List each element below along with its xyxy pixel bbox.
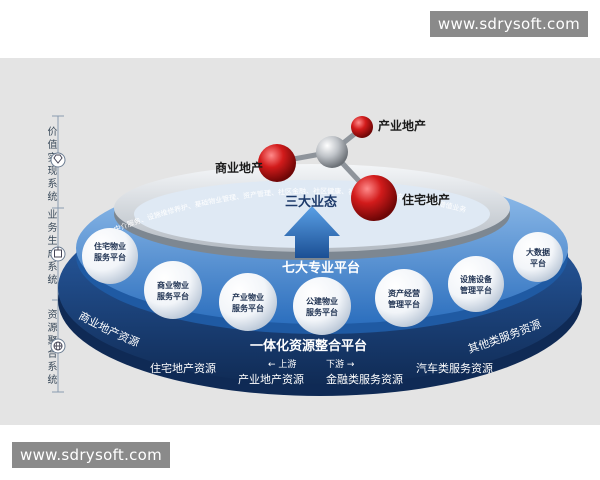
platform-bubble-4: 公建物业服务平台 — [293, 277, 351, 335]
platform-label-3: 产业物业服务平台 — [232, 292, 264, 313]
platform-label-4: 公建物业服务平台 — [306, 296, 338, 317]
three-business-title: 三大业态 — [285, 194, 337, 210]
platform-label-1: 住宅物业服务平台 — [94, 241, 126, 262]
seven-platforms-title: 七大专业平台 — [282, 260, 360, 276]
watermark-bottom: www.sdrysoft.com — [12, 442, 171, 468]
diamond-icon — [50, 152, 66, 168]
industrial-label: 产业地产 — [378, 118, 426, 133]
platform-bubble-6: 设施设备管理平台 — [448, 256, 504, 312]
platform-bubble-7: 大数据平台 — [513, 232, 563, 282]
platform-bubble-5: 资产经营管理平台 — [375, 269, 433, 327]
sidebar-resource-system: 资源聚合系统 — [45, 308, 56, 387]
residential-node — [351, 175, 397, 221]
platform-label-5: 资产经营管理平台 — [388, 288, 420, 309]
up-arrow — [284, 206, 340, 258]
platform-label-6: 设施设备管理平台 — [460, 274, 493, 295]
molecule-center-node — [316, 136, 348, 168]
downstream-label: 下游 → — [326, 358, 355, 370]
resource-label-5: 汽车类服务资源 — [416, 361, 493, 375]
globe-icon — [50, 338, 66, 354]
watermark-top: www.sdrysoft.com — [429, 11, 588, 37]
platform-label-2: 商业物业服务平台 — [157, 280, 189, 301]
building-icon — [50, 246, 66, 262]
commercial-label: 商业地产 — [215, 160, 263, 175]
commercial-node — [258, 144, 296, 182]
platform-bubble-1: 住宅物业服务平台 — [82, 228, 138, 284]
integration-platform-title: 一体化资源整合平台 — [250, 338, 367, 354]
resource-label-2: 住宅地产资源 — [150, 361, 216, 375]
platform-label-7: 大数据平台 — [526, 247, 550, 268]
resource-label-3: 产业地产资源 — [238, 372, 304, 386]
upstream-label: ← 上游 — [268, 358, 296, 370]
residential-label: 住宅地产 — [402, 192, 450, 207]
platform-bubble-2: 商业物业服务平台 — [144, 261, 202, 319]
sidebar-value-system: 价值实现系统 — [45, 126, 56, 204]
industrial-node — [351, 116, 373, 138]
platform-bubble-3: 产业物业服务平台 — [219, 273, 277, 331]
sidebar-business-system: 业务生成系统 — [45, 209, 56, 287]
resource-label-4: 金融类服务资源 — [326, 372, 403, 386]
